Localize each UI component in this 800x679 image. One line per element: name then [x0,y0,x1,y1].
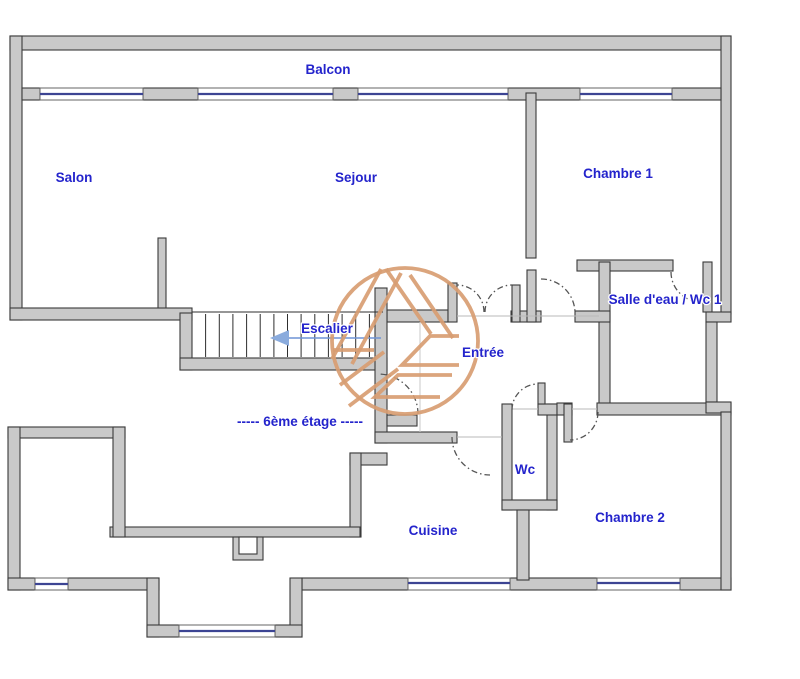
room-label-escalier: Escalier [301,321,354,336]
floor-note: ----- 6ème étage ----- [237,414,363,429]
windows [34,87,681,638]
lower-windows [34,577,681,638]
walls [7,35,732,638]
agency-logo-watermark-icon [330,266,480,416]
balcony-windows [39,87,673,101]
room-label-salle-eau-wc1: Salle d'eau / Wc 1 [609,292,722,307]
room-label-wc: Wc [515,462,536,477]
room-label-sejour: Sejour [335,170,378,185]
room-label-balcon: Balcon [305,62,350,77]
stair-direction-arrow-icon [270,330,289,346]
room-label-chambre2: Chambre 2 [595,510,665,525]
room-label-salon: Salon [56,170,93,185]
room-label-entree: Entrée [462,345,505,360]
door-swings [377,271,702,476]
room-labels: Balcon Salon Sejour Chambre 1 Salle d'ea… [54,61,723,539]
room-label-chambre1: Chambre 1 [583,166,653,181]
room-label-cuisine: Cuisine [409,523,458,538]
